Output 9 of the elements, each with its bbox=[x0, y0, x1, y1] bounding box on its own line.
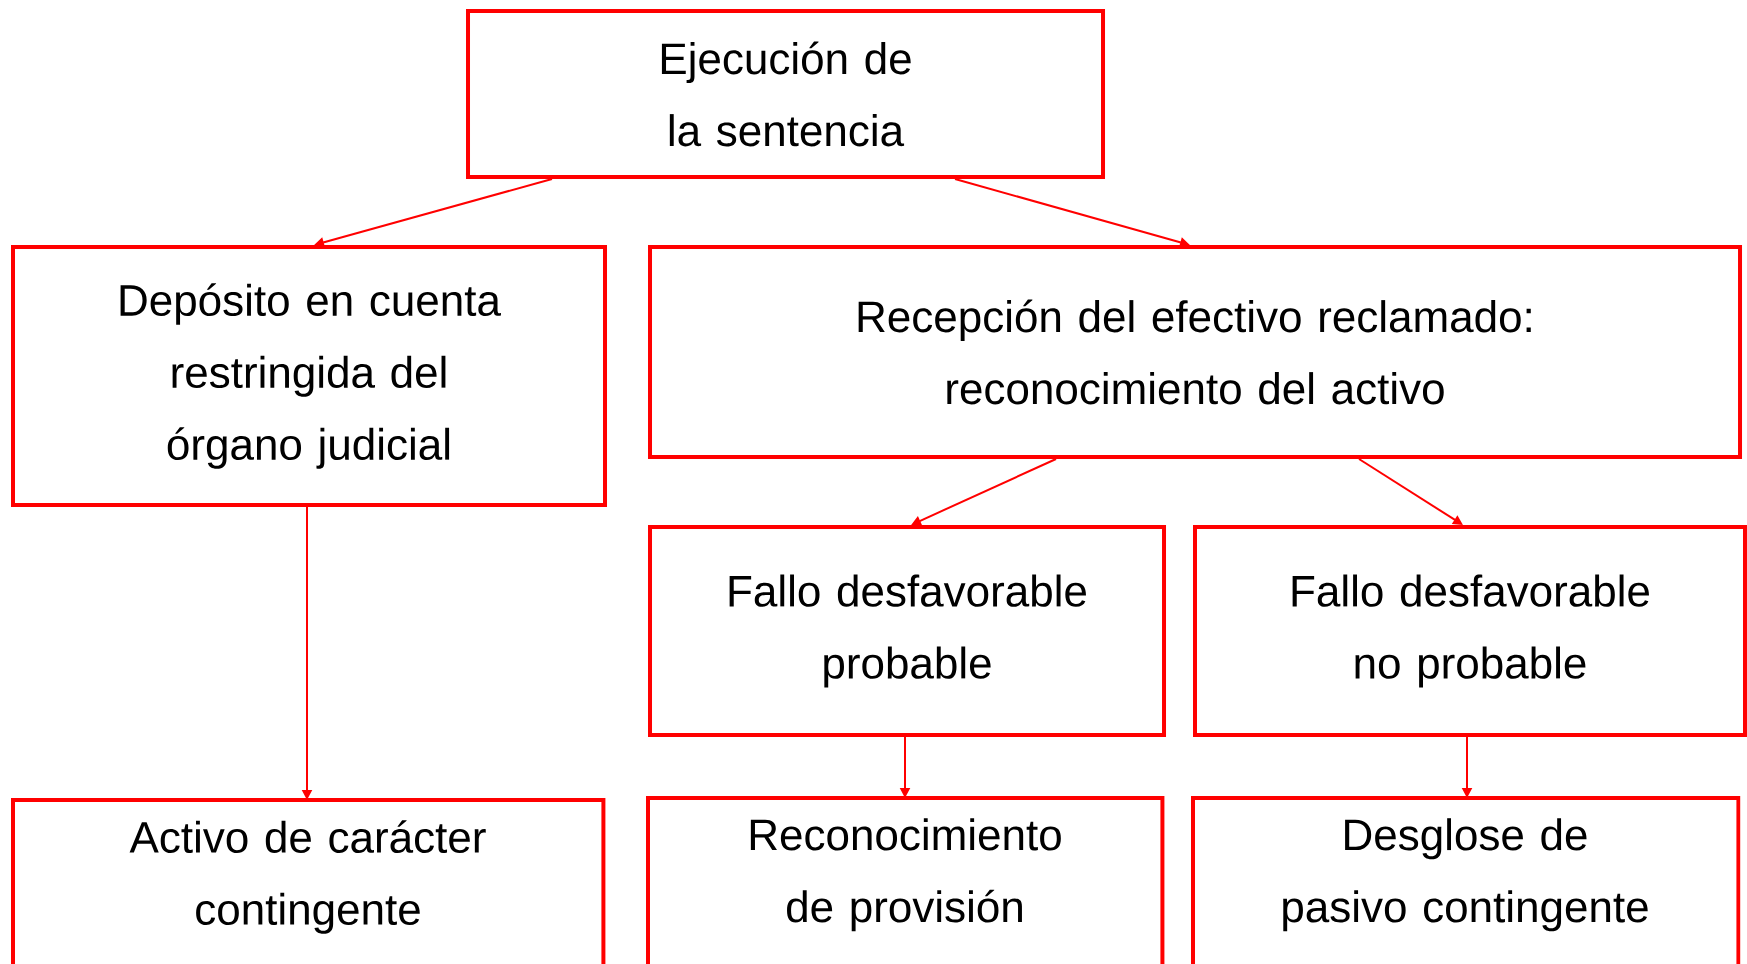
process-box: Ejecución de la sentencia bbox=[466, 9, 1105, 179]
process-box: Recepción del efectivo reclamado: reconocimiento del activo bbox=[648, 245, 1742, 459]
arrow bbox=[1358, 458, 1463, 525]
process-box: Reconocimiento de provisión bbox=[646, 796, 1165, 964]
process-box: Fallo desfavorable no probable bbox=[1193, 525, 1747, 737]
process-box: Depósito en cuenta restringida del órgano judicial bbox=[11, 245, 607, 507]
process-box: Activo de carácter contingente bbox=[11, 798, 606, 964]
process-box: Desglose de pasivo contingente bbox=[1191, 796, 1741, 964]
process-box: Fallo desfavorable probable bbox=[648, 525, 1166, 737]
